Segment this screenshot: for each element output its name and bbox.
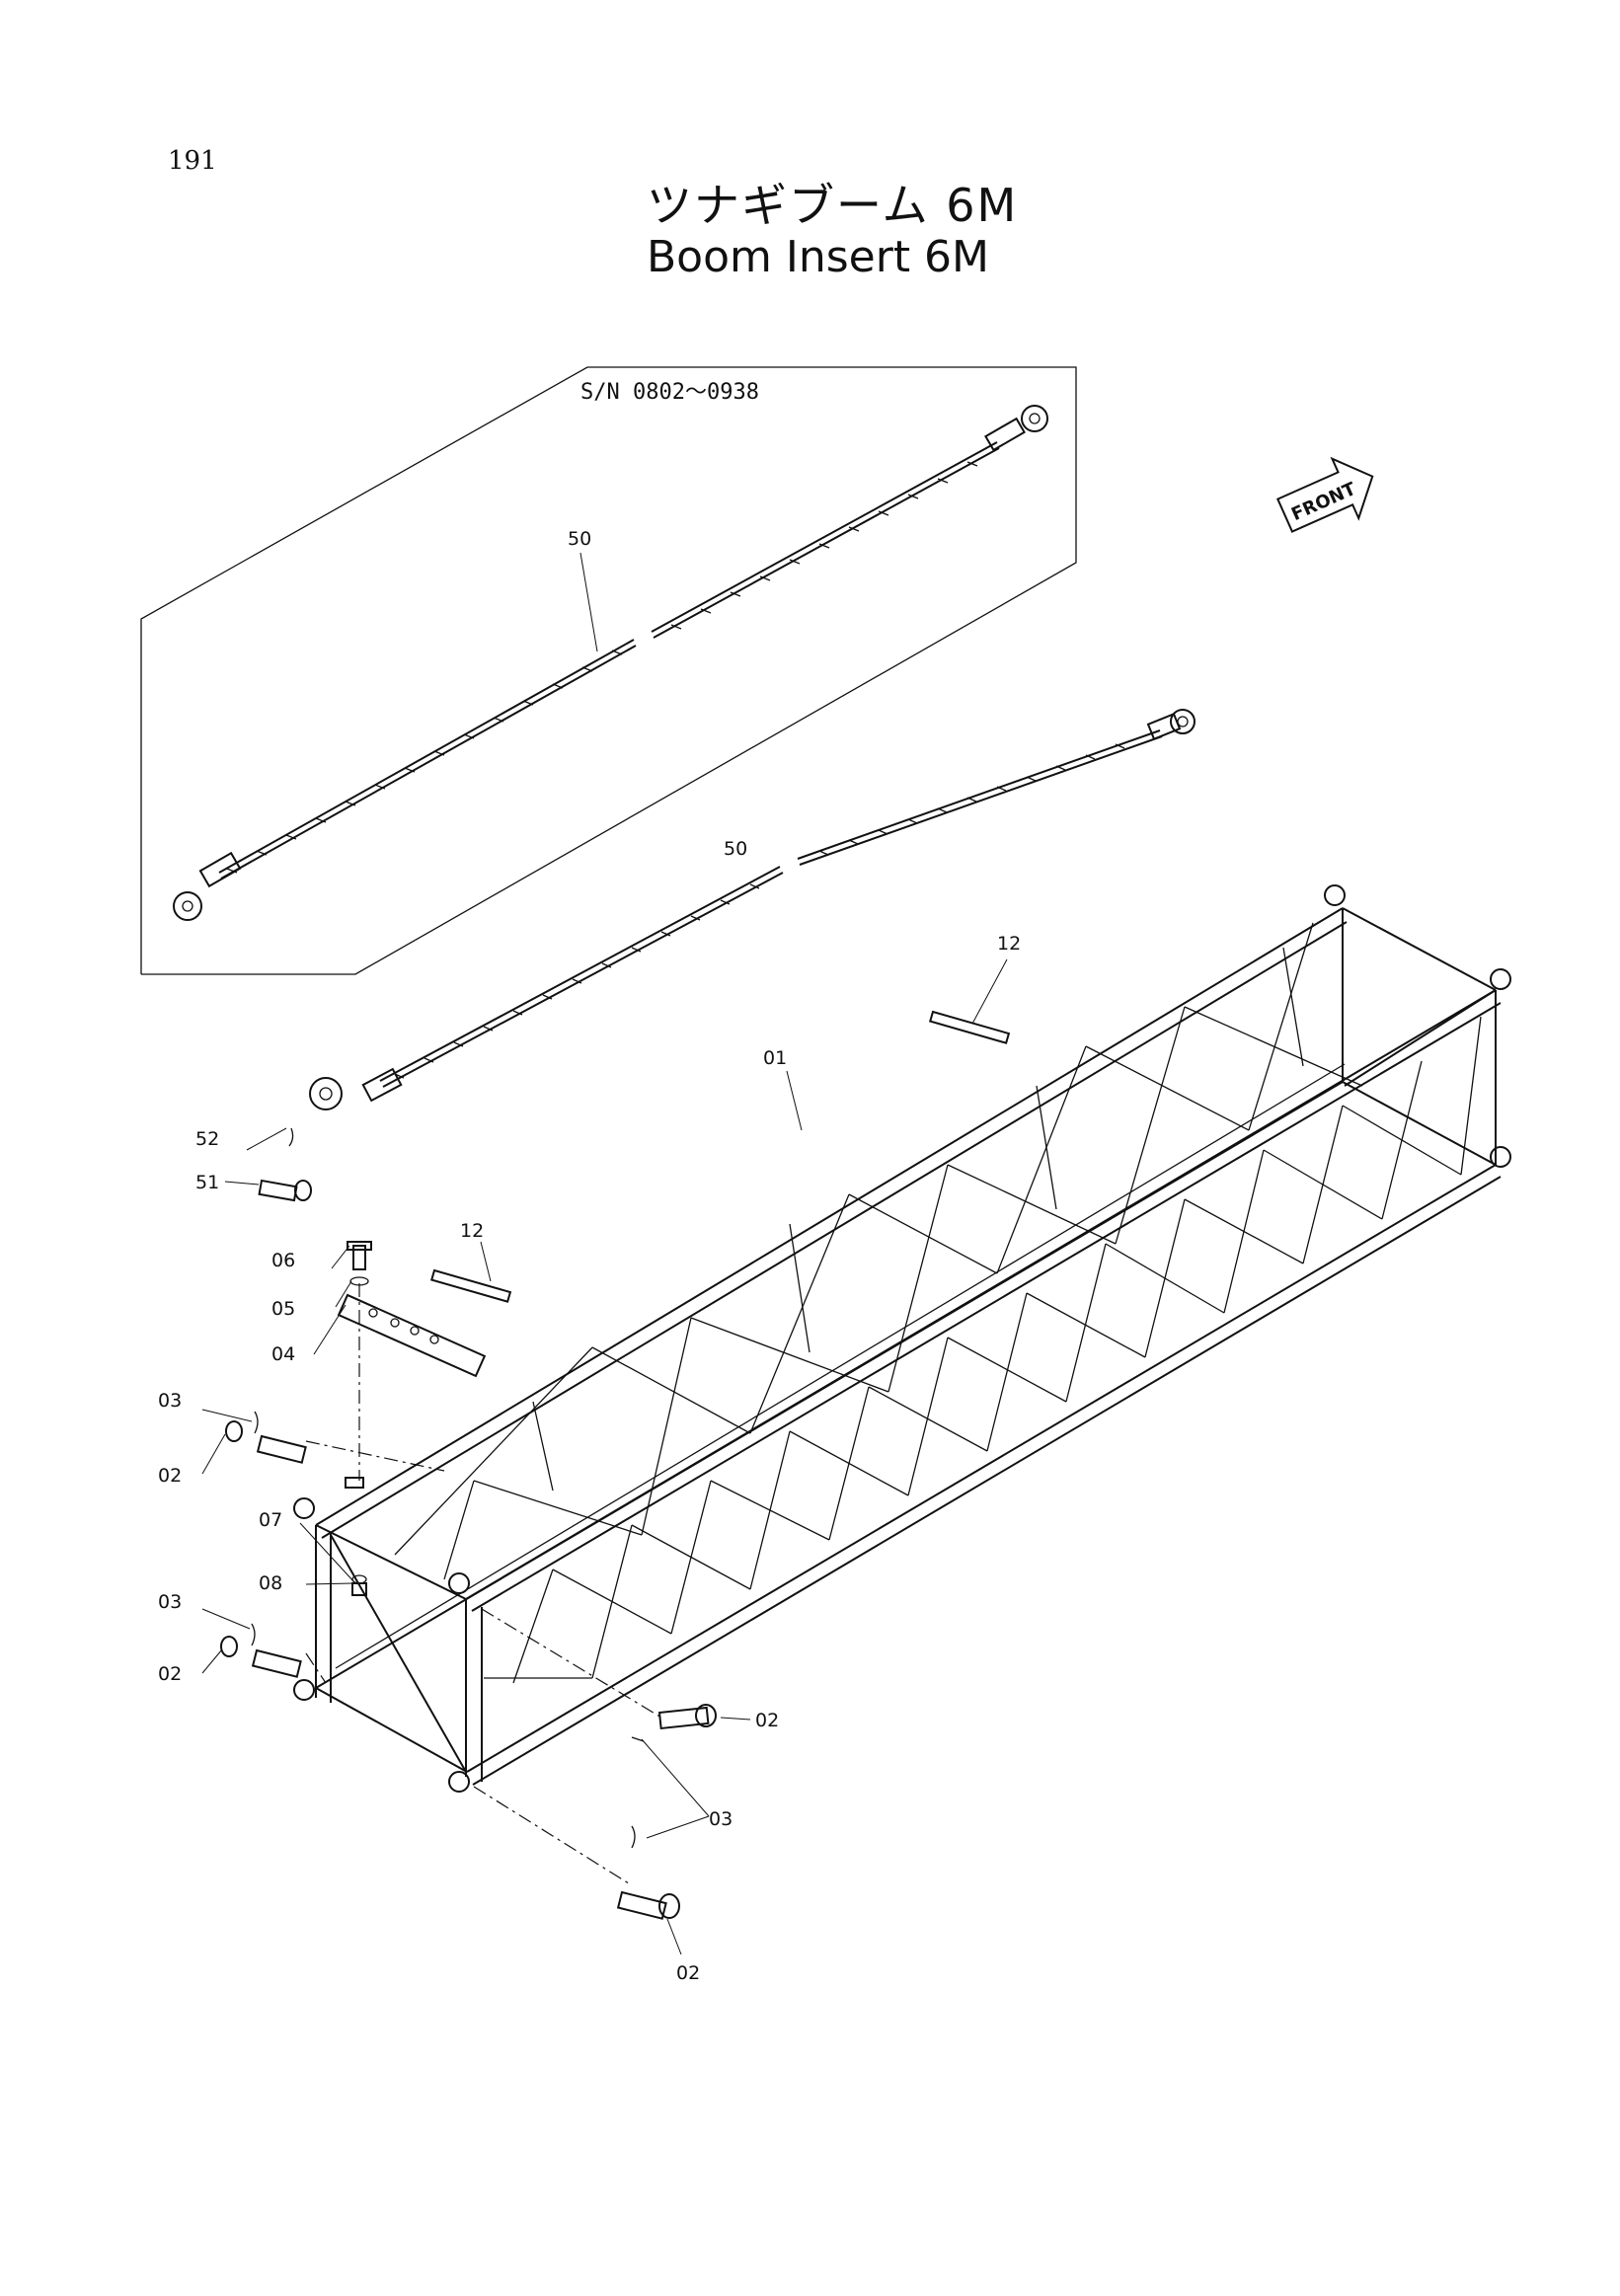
callout-03-lower-left: 03 [158, 1591, 182, 1613]
callout-02-lower-left: 02 [158, 1663, 182, 1685]
inset-pendant [173, 405, 1048, 921]
callout-51: 51 [195, 1172, 219, 1193]
callout-labels: 01 12 12 50 52 51 06 05 04 03 02 07 08 0… [158, 838, 1021, 1984]
callout-07: 07 [259, 1509, 282, 1531]
callout-12-upper: 12 [997, 933, 1021, 955]
callout-02-bottom: 02 [676, 1962, 700, 1984]
title-english: Boom Insert 6M [647, 232, 990, 282]
inset-callout-50: 50 [568, 528, 591, 550]
callout-03-upper-left: 03 [158, 1390, 182, 1412]
callout-05: 05 [271, 1298, 295, 1320]
callout-52: 52 [195, 1128, 219, 1150]
callout-50: 50 [724, 838, 747, 860]
callout-08: 08 [259, 1572, 282, 1594]
inset-serial-label: S/N 0802～0938 [580, 380, 759, 405]
front-arrow-icon: FRONT [1275, 456, 1374, 533]
callout-01: 01 [763, 1047, 787, 1069]
callout-02-upper-left: 02 [158, 1465, 182, 1487]
pendant-rod [309, 709, 1196, 1110]
boom-lattice [293, 884, 1511, 1793]
inset-box: S/N 0802～0938 50 [140, 366, 1077, 975]
callout-06: 06 [271, 1250, 295, 1271]
callout-04: 04 [271, 1343, 295, 1365]
callout-02-right: 02 [755, 1710, 779, 1731]
callout-03-right: 03 [709, 1808, 733, 1830]
callout-12-lower: 12 [460, 1220, 484, 1242]
title-japanese: ツナギブーム 6M [647, 179, 1019, 232]
page-number: 191 [168, 146, 217, 176]
parts-hardware [220, 1010, 1011, 1920]
leader-lines [201, 958, 1008, 1955]
